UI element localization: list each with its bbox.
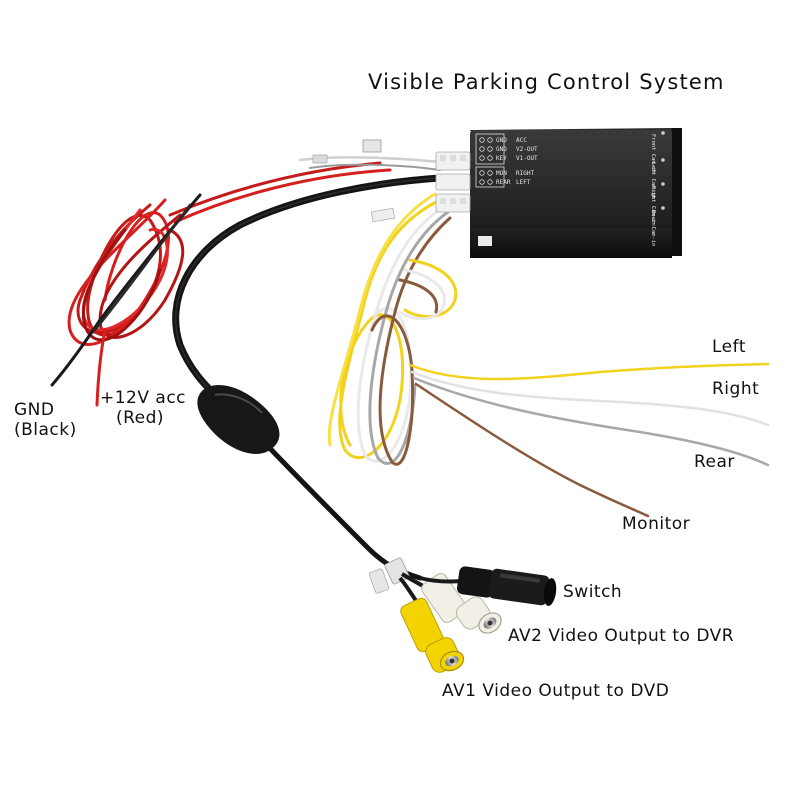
camera-wire-coil [327,192,458,466]
rca-av1-connector [384,557,465,673]
top-connector-leads [298,139,442,171]
red-wire-coil [67,161,392,407]
control-module: GND ACC GND V2-OUT KEY V1-OUT MON RIGHT … [470,128,682,258]
monitor-wire [414,382,650,518]
pin-label-3a: MON [496,170,507,177]
switch-dc-connector [419,566,557,606]
rca-av2-connector [400,572,502,634]
inline-cable-boot [197,385,280,454]
harness-connectors [435,151,471,213]
pin-label-1b: V2-OUT [516,146,538,153]
acc-color-label: (Red) [116,408,165,428]
pin-label-2a: KEY [496,155,507,162]
port-label-right: Right Cam-in [650,186,656,226]
pin-label-4a: REAR [496,179,511,186]
left-camera-label: Left [712,337,746,357]
port-label-front: Front Cam-in [650,134,656,174]
main-black-cable [172,174,444,581]
av1-label: AV1 Video Output to DVD [442,681,670,701]
port-label-rear: Rear Cam-in [650,210,656,246]
pin-label-4b: LEFT [516,179,531,186]
acc-label: +12V acc [100,388,187,408]
left-wire [408,362,770,381]
av2-label: AV2 Video Output to DVR [508,626,735,646]
pin-label-2b: V1-OUT [516,155,538,162]
right-wire [410,370,770,427]
rear-camera-label: Rear [694,452,735,472]
pin-label-0a: GND [496,137,507,144]
gnd-color-label: (Black) [14,420,77,440]
pin-label-0b: ACC [516,137,527,144]
black-gnd-wire [50,193,202,387]
fanout-wires [408,362,770,518]
gnd-label: GND [14,400,55,420]
pin-label-1a: GND [496,146,507,153]
monitor-label: Monitor [622,514,691,534]
page-title: Visible Parking Control System [368,70,725,94]
pin-label-3b: RIGHT [516,170,534,177]
rear-wire [412,376,770,467]
cable-tag [368,568,390,594]
switch-label: Switch [563,582,623,602]
right-camera-label: Right [712,379,760,399]
port-label-left: Left Cam-in [650,162,656,198]
